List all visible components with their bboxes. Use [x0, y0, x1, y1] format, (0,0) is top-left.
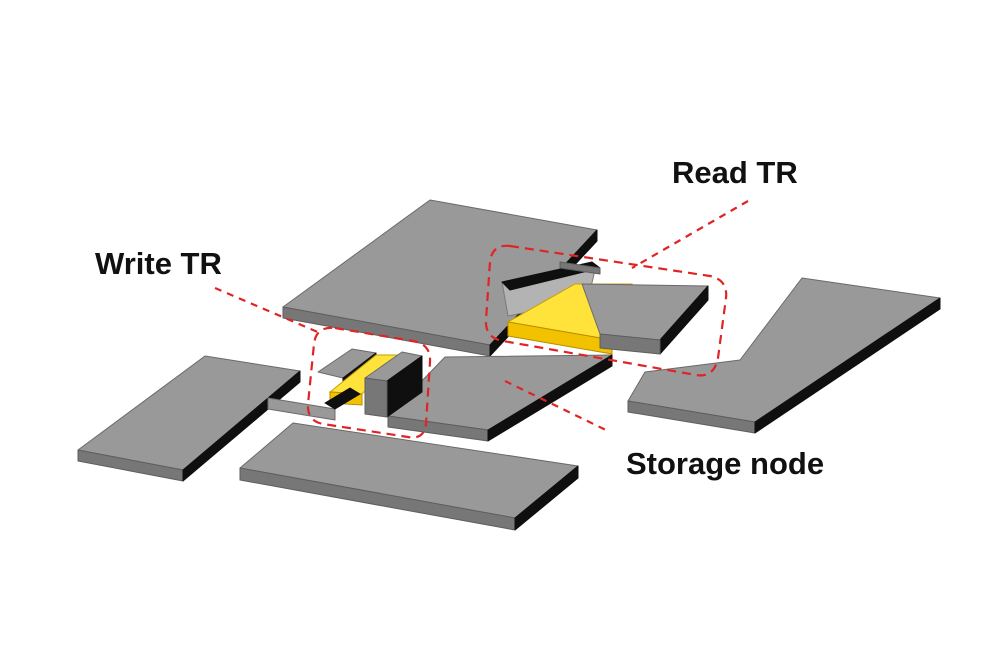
read-transistor — [501, 261, 709, 355]
bottom-electrode-plate — [239, 422, 579, 531]
write-tr-highlight — [306, 326, 432, 439]
write-tr-label: Write TR — [95, 246, 222, 281]
write-tr-leader — [214, 286, 321, 335]
storage-node-label: Storage node — [626, 446, 824, 481]
right-electrode-plate — [627, 277, 941, 434]
storage-node-plate — [387, 354, 613, 442]
read-tr-highlight — [484, 244, 728, 377]
read-tr-leader — [631, 200, 749, 269]
left-electrode-plate — [77, 355, 336, 482]
read-tr-label: Read TR — [672, 155, 798, 190]
storage-node-leader — [504, 380, 611, 433]
write-transistor — [317, 348, 423, 418]
